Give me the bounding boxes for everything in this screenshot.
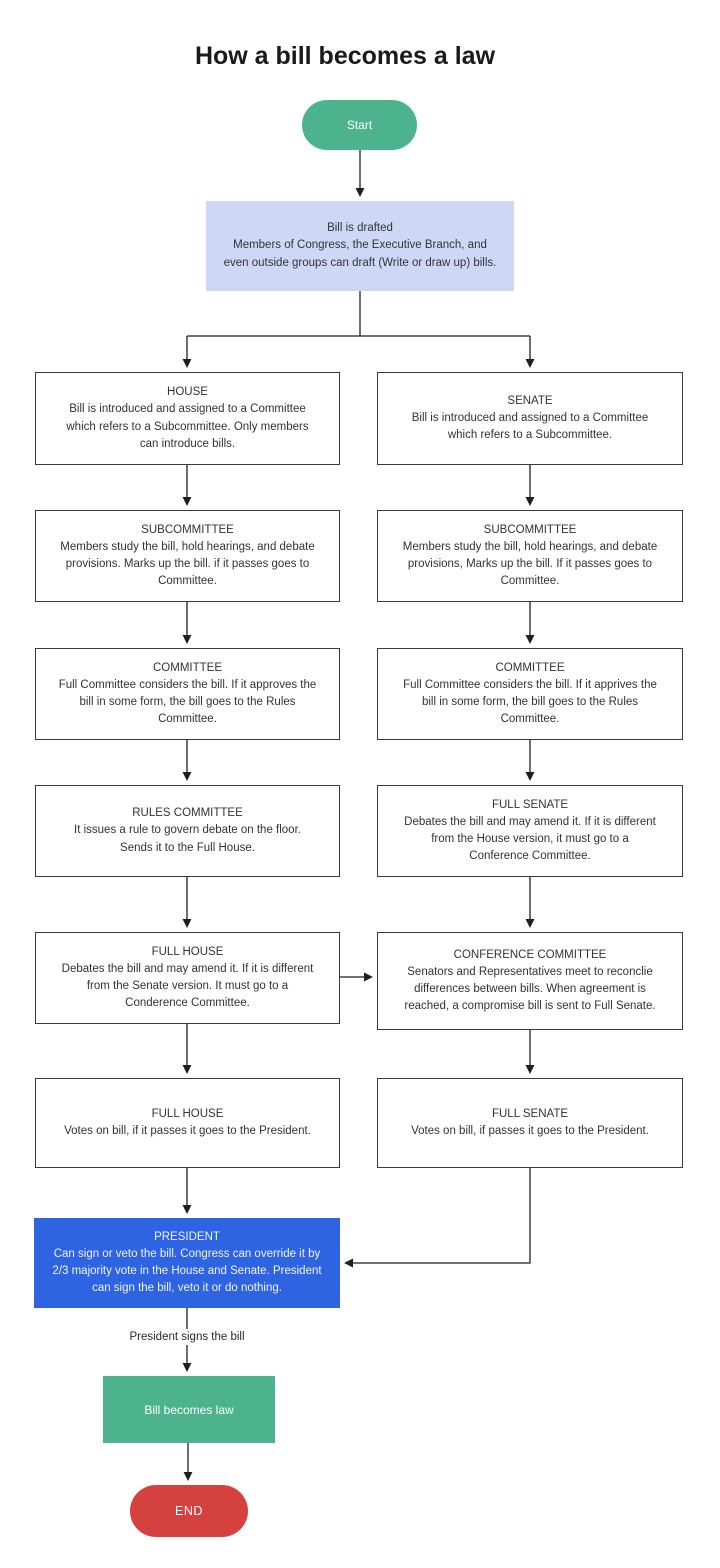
senate-subcommittee-body: Members study the bill, hold hearings, a… [402, 540, 658, 588]
conference-committee-body: Senators and Representatives meet to rec… [404, 965, 656, 1013]
senate-subcommittee-node: SUBCOMMITTEE Members study the bill, hol… [377, 510, 683, 602]
full-house-debate-heading: FULL HOUSE [151, 945, 224, 958]
start-node: Start [302, 100, 417, 150]
bill-becomes-law-label: Bill becomes law [144, 1402, 234, 1417]
house-committee-node: COMMITTEE Full Committee considers the b… [35, 648, 340, 740]
full-house-vote-node: FULL HOUSE Votes on bill, if it passes i… [35, 1078, 340, 1168]
senate-node: SENATE Bill is introduced and assigned t… [377, 372, 683, 465]
senate-committee-node: COMMITTEE Full Committee considers the b… [377, 648, 683, 740]
conference-committee-node: CONFERENCE COMMITTEE Senators and Repres… [377, 932, 683, 1030]
bill-drafted-node: Bill is drafted Members of Congress, the… [206, 201, 514, 291]
president-body: Can sign or veto the bill. Congress can … [52, 1247, 322, 1295]
full-senate-debate-heading: FULL SENATE [491, 798, 569, 811]
full-house-debate-body: Debates the bill and may amend it. If it… [61, 962, 314, 1010]
page-title: How a bill becomes a law [194, 42, 496, 70]
end-label: END [175, 1504, 203, 1518]
full-senate-debate-node: FULL SENATE Debates the bill and may ame… [377, 785, 683, 877]
full-senate-vote-node: FULL SENATE Votes on bill, if passes it … [377, 1078, 683, 1168]
senate-subcommittee-heading: SUBCOMMITTEE [483, 523, 577, 536]
house-subcommittee-body: Members study the bill, hold hearings, a… [60, 540, 315, 588]
house-heading: HOUSE [167, 386, 208, 398]
bill-drafted-body: Members of Congress, the Executive Branc… [223, 239, 497, 269]
full-senate-vote-body: Votes on bill, if passes it goes to the … [411, 1125, 649, 1137]
end-node: END [130, 1485, 248, 1537]
rules-committee-node: RULES COMMITTEE It issues a rule to gove… [35, 785, 340, 877]
bill-drafted-heading: Bill is drafted [327, 222, 393, 235]
full-house-debate-node: FULL HOUSE Debates the bill and may amen… [35, 932, 340, 1024]
senate-committee-body: Full Committee considers the bill. If it… [403, 678, 657, 726]
senate-heading: SENATE [507, 394, 553, 407]
full-house-vote-body: Votes on bill, if it passes it goes to t… [64, 1125, 311, 1137]
full-house-vote-heading: FULL HOUSE [151, 1107, 224, 1120]
rules-committee-body: It issues a rule to govern debate on the… [74, 824, 301, 854]
president-heading: PRESIDENT [154, 1230, 220, 1243]
senate-body: Bill is introduced and assigned to a Com… [411, 411, 649, 442]
president-node: PRESIDENT Can sign or veto the bill. Con… [34, 1218, 340, 1308]
start-label: Start [346, 118, 373, 132]
house-committee-body: Full Committee considers the bill. If it… [58, 678, 317, 726]
senate-committee-heading: COMMITTEE [495, 661, 565, 674]
house-node: HOUSE Bill is introduced and assigned to… [35, 372, 340, 465]
full-senate-vote-heading: FULL SENATE [491, 1107, 569, 1120]
full-senate-debate-body: Debates the bill and may amend it. If it… [404, 815, 656, 863]
rules-committee-heading: RULES COMMITTEE [132, 807, 243, 820]
house-subcommittee-heading: SUBCOMMITTEE [141, 523, 234, 536]
house-committee-heading: COMMITTEE [153, 661, 222, 674]
house-subcommittee-node: SUBCOMMITTEE Members study the bill, hol… [35, 510, 340, 602]
arrow-senatevote-president [344, 1168, 531, 1268]
conference-committee-heading: CONFERENCE COMMITTEE [453, 948, 607, 961]
house-body: Bill is introduced and assigned to a Com… [66, 403, 309, 450]
bill-becomes-law-node: Bill becomes law [103, 1376, 275, 1443]
president-signs-label: President signs the bill [92, 1329, 282, 1345]
